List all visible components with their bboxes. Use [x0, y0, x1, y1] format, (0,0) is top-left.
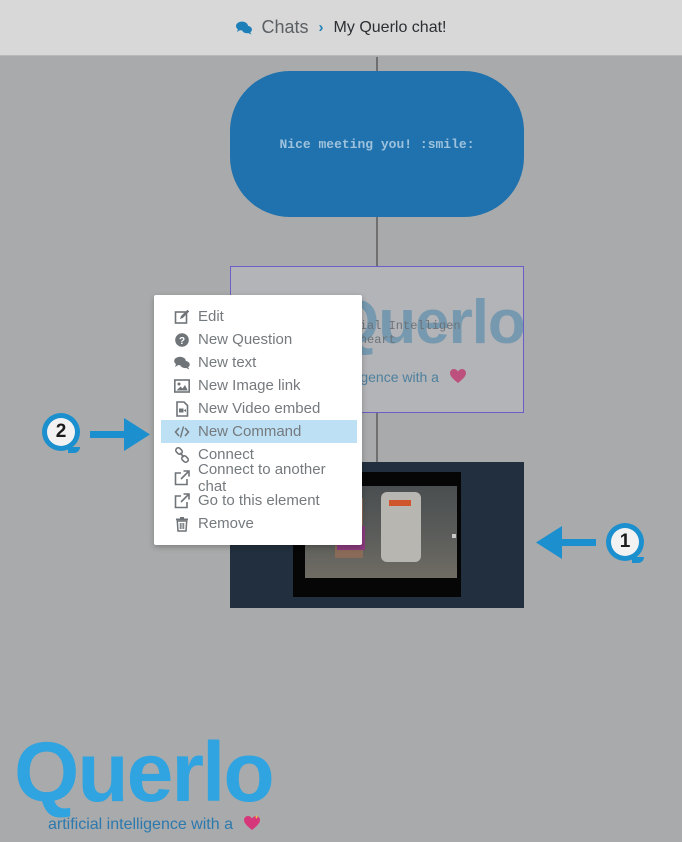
step-badge-tail [68, 447, 80, 453]
code-icon [174, 425, 190, 438]
svg-text:?: ? [179, 335, 185, 346]
menu-item-label: New Question [198, 331, 293, 348]
menu-item-label: Connect [198, 446, 254, 463]
top-bar: Chats › My Querlo chat! [0, 0, 682, 56]
menu-item-edit[interactable]: Edit [161, 305, 357, 328]
step-badge-tail [632, 557, 644, 563]
image-icon [174, 378, 190, 393]
menu-item-new-video-embed[interactable]: New Video embed [161, 397, 357, 420]
menu-item-label: New Command [198, 423, 302, 440]
edit-icon [174, 309, 190, 324]
menu-item-label: Go to this element [198, 492, 320, 509]
menu-item-connect[interactable]: Connect [161, 443, 357, 466]
logo-tagline-text: artificial intelligence with a [48, 816, 233, 833]
video-figure [389, 500, 411, 506]
flow-connector [376, 57, 378, 71]
flow-node-text[interactable]: Nice meeting you! :smile: [230, 71, 524, 217]
flow-connector [376, 413, 378, 462]
step-badge-1: 1 [606, 523, 644, 561]
menu-item-remove[interactable]: Remove [161, 512, 357, 535]
question-circle-icon: ? [175, 332, 189, 347]
step-badge-number: 1 [619, 531, 631, 552]
chevron-right-icon: › [318, 19, 324, 36]
external-link-icon [174, 492, 190, 508]
breadcrumb: Chats › My Querlo chat! [235, 17, 447, 38]
trash-icon [176, 516, 188, 532]
video-file-icon [176, 400, 189, 417]
node-text-content: Nice meeting you! :smile: [279, 136, 475, 152]
sparkling-heart-icon [449, 369, 466, 383]
arrow-right-icon [90, 418, 150, 451]
querlo-logo: Querlo artificial intelligence with a [14, 730, 314, 835]
menu-item-label: New Image link [198, 377, 301, 394]
breadcrumb-chats-link[interactable]: Chats [261, 17, 309, 37]
logo-wordmark: Querlo [14, 725, 275, 819]
node-image-logo-text: Querlo [331, 288, 524, 357]
menu-item-new-image-link[interactable]: New Image link [161, 374, 357, 397]
context-menu: Edit ? New Question New text New Image l… [154, 295, 362, 545]
comments-icon [235, 21, 252, 34]
menu-item-label: Remove [198, 515, 254, 532]
logo-tagline: artificial intelligence with a [48, 814, 261, 834]
arrow-left-icon [536, 526, 596, 559]
menu-item-label: New text [198, 354, 257, 371]
breadcrumb-current: My Querlo chat! [333, 18, 447, 36]
step-badge-2: 2 [42, 413, 80, 451]
comments-icon [174, 356, 190, 369]
menu-item-connect-to-another-chat[interactable]: Connect to another chat [161, 461, 357, 495]
menu-item-go-to-element[interactable]: Go to this element [161, 489, 357, 512]
flow-connector [376, 217, 378, 266]
link-icon [174, 446, 190, 463]
menu-item-new-text[interactable]: New text [161, 351, 357, 374]
menu-item-new-command[interactable]: New Command [161, 420, 357, 443]
menu-item-label: New Video embed [198, 400, 321, 417]
step-badge-number: 2 [55, 421, 67, 442]
external-link-icon [174, 469, 190, 485]
menu-item-label: Connect to another chat [198, 460, 326, 495]
sparkling-heart-icon [244, 815, 261, 830]
node-image-caption-line: ificial Intelligen [331, 319, 461, 333]
node-image-tagline-text: lligence with a [351, 369, 439, 385]
video-control-dot [452, 534, 456, 538]
menu-item-new-question[interactable]: ? New Question [161, 328, 357, 351]
node-image-tagline: lligence with a [351, 367, 467, 385]
menu-item-label: Edit [198, 308, 224, 325]
